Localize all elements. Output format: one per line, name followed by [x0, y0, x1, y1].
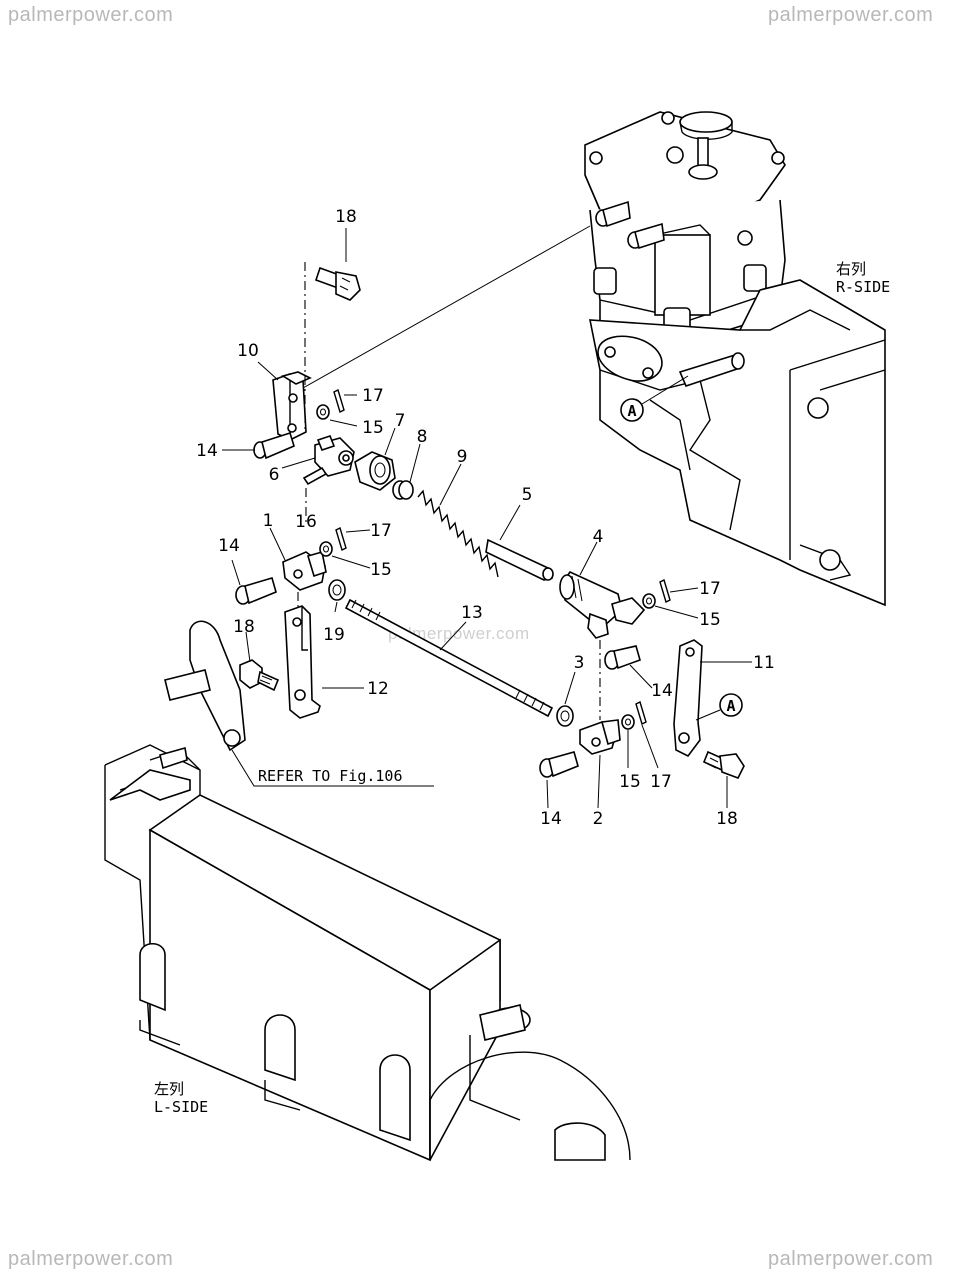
lever-10 — [272, 371, 312, 441]
arm-12 — [284, 605, 321, 719]
watermark-top-right: palmerpower.com — [768, 4, 934, 26]
clevis-6 — [314, 435, 355, 477]
callout-a-pump: A — [620, 375, 689, 422]
washer-8 — [392, 480, 414, 500]
label-part-18-right: 18 — [716, 809, 738, 829]
label-part-18-left: 18 — [233, 617, 255, 637]
bolt-18-right — [702, 750, 745, 780]
pin-14-b — [235, 577, 277, 605]
label-part-14-c: 14 — [651, 681, 673, 701]
label-part-14-d: 14 — [540, 809, 562, 829]
part-labels: 18 10 17 15 7 8 9 14 6 16 5 1 17 4 14 15… — [196, 207, 775, 829]
label-part-15-d: 15 — [619, 772, 641, 792]
label-part-15-a: 15 — [362, 418, 384, 438]
label-part-5: 5 — [522, 485, 533, 505]
washer-15-d — [621, 714, 635, 730]
label-part-1: 1 — [263, 511, 274, 531]
label-part-6: 6 — [269, 465, 280, 485]
label-part-15-b: 15 — [370, 560, 392, 580]
rod-5 — [485, 538, 554, 581]
right-side-pump-housing — [584, 111, 886, 607]
watermark-bottom-right: palmerpower.com — [768, 1248, 934, 1270]
reference-figure-label: REFER TO Fig.106 — [258, 767, 403, 785]
label-part-15-c: 15 — [699, 610, 721, 630]
cotter-pin-17-b — [335, 527, 347, 551]
label-part-14-b: 14 — [218, 536, 240, 556]
callout-a-pump-label: A — [627, 402, 636, 420]
left-side-label-en: L-SIDE — [154, 1098, 208, 1116]
arm-11 — [673, 639, 703, 758]
nut-19 — [328, 579, 346, 601]
label-part-8: 8 — [417, 427, 428, 447]
label-part-9: 9 — [457, 447, 468, 467]
alignment-line-pump-to-lever — [302, 225, 591, 389]
bolt-18-left — [239, 659, 280, 692]
left-side-label-jp: 左列 — [154, 1080, 184, 1098]
leader-lines — [222, 228, 752, 809]
right-side-label-jp: 右列 — [836, 260, 866, 278]
watermark-bottom-left: palmerpower.com — [8, 1248, 174, 1270]
cotter-pin-17-d — [635, 701, 647, 725]
callout-a-arm-label: A — [726, 697, 735, 715]
clevis-2 — [579, 719, 621, 755]
label-part-16: 16 — [295, 512, 317, 532]
washer-15-b — [319, 541, 333, 557]
label-part-12: 12 — [367, 679, 389, 699]
clevis-1 — [282, 550, 327, 591]
label-part-19: 19 — [323, 625, 345, 645]
pin-14-a — [253, 431, 295, 460]
label-part-2: 2 — [593, 809, 604, 829]
label-part-10: 10 — [237, 341, 259, 361]
label-part-4: 4 — [593, 527, 604, 547]
label-part-3: 3 — [574, 653, 585, 673]
label-part-11: 11 — [753, 653, 775, 673]
spring-9 — [417, 489, 499, 578]
label-part-17-d: 17 — [650, 772, 672, 792]
pin-14-d — [539, 751, 579, 778]
label-part-17-b: 17 — [370, 521, 392, 541]
pin-14-c — [604, 645, 641, 670]
bolt-18-top — [314, 266, 361, 301]
watermark-top-left: palmerpower.com — [8, 4, 174, 26]
sleeve-4 — [559, 570, 646, 639]
label-part-13: 13 — [461, 603, 483, 623]
cotter-pin-17-a — [333, 389, 345, 413]
right-side-label-en: R-SIDE — [836, 278, 890, 296]
callout-a-arm: A — [695, 693, 743, 721]
label-part-7: 7 — [395, 411, 406, 431]
threaded-rod-13 — [344, 598, 554, 718]
label-part-14-a: 14 — [196, 441, 218, 461]
watermark-center: palmerpower.com — [388, 624, 530, 643]
label-part-18-top: 18 — [335, 207, 357, 227]
washer-15-c — [642, 593, 656, 609]
nut-3 — [556, 705, 574, 727]
cotter-pin-17-c — [659, 579, 671, 603]
label-part-17-c: 17 — [699, 579, 721, 599]
nut-7 — [354, 451, 396, 491]
left-side-engine-housing — [104, 620, 631, 1162]
washer-15-a — [316, 404, 330, 420]
pin-16 — [302, 466, 328, 486]
label-part-17-a: 17 — [362, 386, 384, 406]
